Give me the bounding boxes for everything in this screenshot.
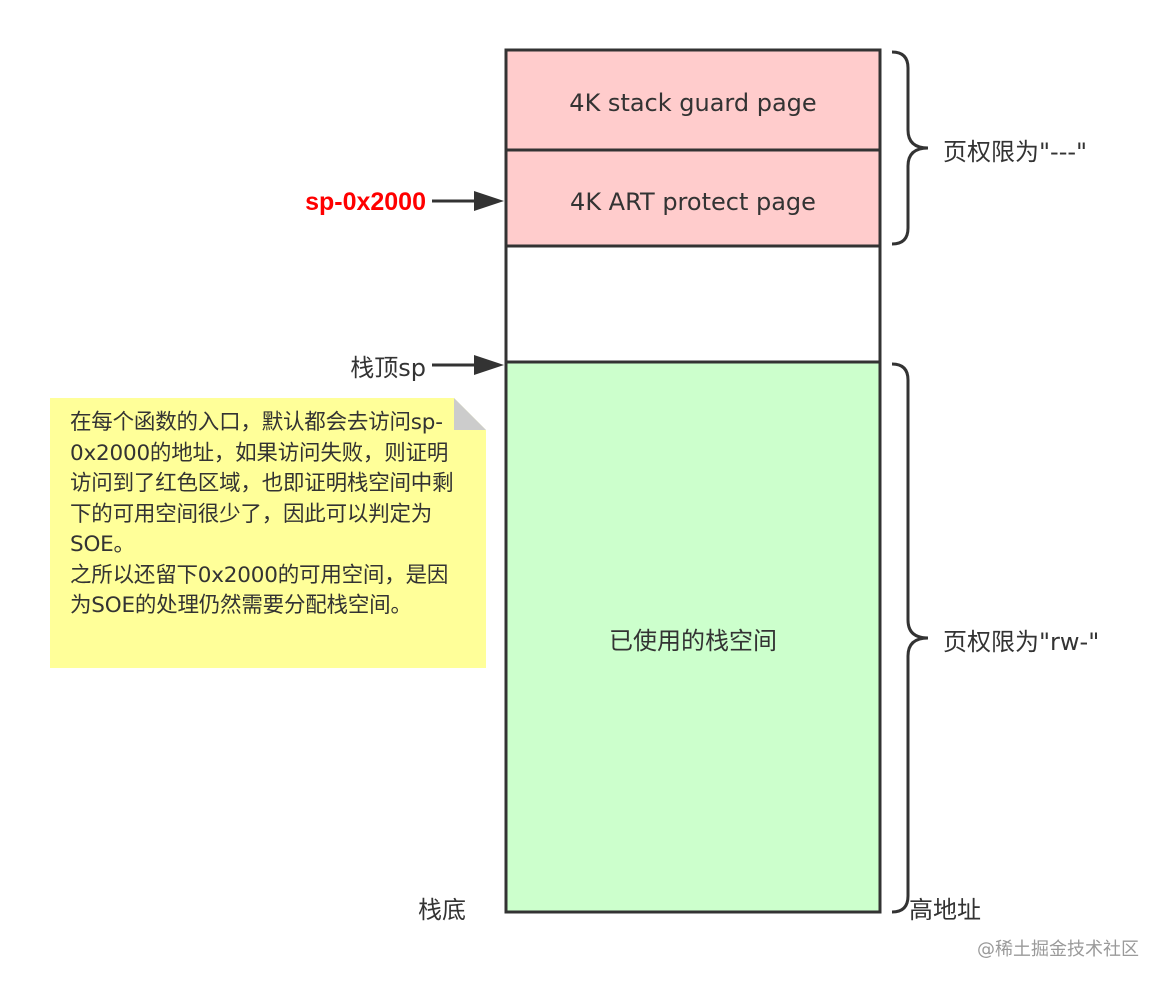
stack-top-label: 栈顶sp: [350, 354, 426, 382]
art-protect-page-block: [504, 148, 882, 248]
green-region-brace-icon: [891, 362, 929, 914]
note-fold-icon: [454, 398, 486, 430]
guard-page-label: 4K stack guard page: [569, 89, 816, 117]
red-region-permission-label: 页权限为"---": [943, 138, 1087, 166]
used-stack-label: 已使用的栈空间: [609, 627, 777, 655]
sp-minus-0x2000-label: sp-0x2000: [305, 188, 426, 216]
watermark: @稀土掘金技术社区: [977, 939, 1139, 960]
free-stack-block: [504, 244, 882, 364]
sp-minus-arrow-icon: [432, 191, 504, 211]
stack-bottom-label: 栈底: [418, 896, 466, 924]
note-shape: [50, 398, 486, 668]
high-address-label: 高地址: [909, 896, 981, 924]
green-region-permission-label: 页权限为"rw-": [943, 628, 1099, 656]
guard-page-block: [504, 48, 882, 152]
note-text: 在每个函数的入口，默认都会去访问sp-0x2000的地址，如果访问失败，则证明访…: [70, 410, 454, 618]
used-stack-block: [504, 360, 882, 914]
art-protect-page-label: 4K ART protect page: [570, 188, 816, 216]
red-region-brace-icon: [891, 50, 929, 246]
stack-top-arrow-icon: [432, 355, 504, 375]
